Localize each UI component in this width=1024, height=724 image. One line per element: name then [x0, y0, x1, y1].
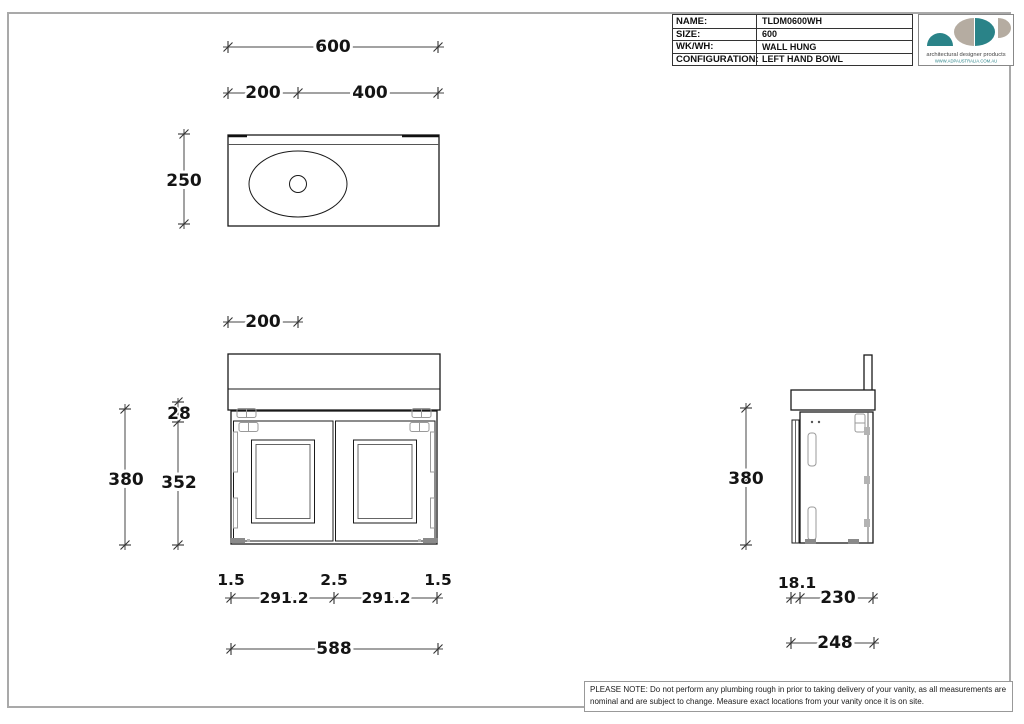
dim-front-bowl-centre: 200 [245, 312, 281, 332]
top-view-drawing [227, 134, 440, 227]
title-row-wkwh: WK/WH: WALL HUNG [673, 40, 912, 53]
dim-side-door-thickness: 18.1 [778, 574, 816, 592]
door-left-panel-inner [255, 444, 311, 519]
basin-oval [248, 150, 348, 218]
hinge-arm-top [807, 432, 817, 467]
cabinet-outline [230, 410, 438, 545]
title-label-wkwh: WK/WH: [673, 41, 757, 53]
title-label-configuration: CONFIGURATION: [673, 53, 759, 65]
sheet-border [7, 12, 1011, 708]
foot-side-left [805, 539, 816, 544]
logo-d-shape [954, 18, 974, 46]
title-label-size: SIZE: [673, 28, 757, 40]
title-value-size: 600 [762, 29, 778, 40]
dim-front-overall-width: 588 [316, 639, 352, 659]
dim-side-overall-depth: 248 [817, 633, 853, 653]
plumbing-note: PLEASE NOTE: Do not perform any plumbing… [584, 681, 1013, 712]
splashback-side [863, 354, 873, 392]
bracket-mark-1 [864, 427, 870, 435]
screw-dot-2 [817, 420, 821, 424]
logo-tagline: architectural designer products [926, 52, 1005, 58]
foot-right [423, 538, 438, 543]
top-view-dimensions: 600 200 400 250 [163, 34, 444, 229]
drain-hole [289, 175, 307, 193]
foot-dot-left [247, 539, 250, 542]
door-left-panel-outer [251, 439, 315, 524]
foot-side-right [848, 539, 859, 544]
door-right [335, 420, 436, 542]
front-view-drawing [227, 353, 441, 545]
title-value-wkwh: WALL HUNG [762, 41, 817, 52]
dim-side-height: 380 [728, 469, 764, 489]
dim-front-top-rail: 28 [167, 404, 191, 424]
hinge-plate-icon [236, 408, 432, 432]
dim-front-gap-left: 1.5 [217, 571, 244, 589]
logo-p-bowl-shape [975, 18, 995, 46]
title-value-name: TLDM0600WH [762, 16, 823, 27]
title-row-configuration: CONFIGURATION: LEFT HAND BOWL [673, 52, 912, 65]
foot-dot-right [418, 539, 421, 542]
plumbing-note-text: PLEASE NOTE: Do not perform any plumbing… [590, 685, 1007, 706]
adp-logo: architectural designer products WWW.ADPA… [918, 14, 1014, 66]
title-block-table: NAME: TLDM0600WH SIZE: 600 WK/WH: WALL H… [672, 14, 913, 66]
door-right-panel-outer [353, 439, 417, 524]
dim-front-door-left-width: 291.2 [259, 589, 308, 607]
title-label-name: NAME: [673, 15, 757, 28]
dim-front-gap-centre: 2.5 [320, 571, 347, 589]
logo-website: WWW.ADPAUSTRALIA.COM.AU [935, 59, 997, 64]
dim-top-overall-width: 600 [315, 37, 351, 57]
dim-side-depth: 230 [820, 588, 856, 608]
benchtop-side-outline [790, 389, 876, 411]
door-right-panel-inner [357, 444, 413, 519]
adp-logo-icon: architectural designer products WWW.ADPA… [926, 18, 1011, 64]
title-row-size: SIZE: 600 [673, 27, 912, 40]
side-view-drawing [790, 354, 876, 544]
hinge-plate-side-icon [854, 413, 866, 433]
screw-dot-1 [810, 420, 814, 424]
dim-top-bowl-right: 400 [352, 83, 388, 103]
side-view-dimensions: 380 18.1 230 248 [725, 403, 879, 656]
bracket-mark-2 [864, 476, 870, 484]
dim-top-depth: 250 [166, 171, 202, 191]
title-value-configuration: LEFT HAND BOWL [762, 54, 843, 65]
door-hinge-strips [233, 431, 435, 529]
dim-front-door-right-width: 291.2 [361, 589, 410, 607]
foot-left [230, 538, 245, 543]
title-row-name: NAME: TLDM0600WH [673, 15, 912, 28]
dim-front-door-height: 352 [161, 473, 197, 493]
dim-front-gap-right: 1.5 [424, 571, 451, 589]
logo-a-shape [927, 33, 953, 46]
dim-front-height: 380 [108, 470, 144, 490]
logo-p-stem-shape [998, 18, 1011, 38]
bracket-mark-3 [864, 519, 870, 527]
cabinet-side-outline [799, 411, 874, 544]
dim-top-bowl-left: 200 [245, 83, 281, 103]
benchtop-plan-outline [227, 134, 440, 227]
front-view-dimensions: 200 380 28 352 1.5 2.5 1.5 291.2 291.2 5… [105, 309, 454, 662]
door-left [233, 420, 334, 542]
benchtop-front-outline [227, 353, 441, 411]
